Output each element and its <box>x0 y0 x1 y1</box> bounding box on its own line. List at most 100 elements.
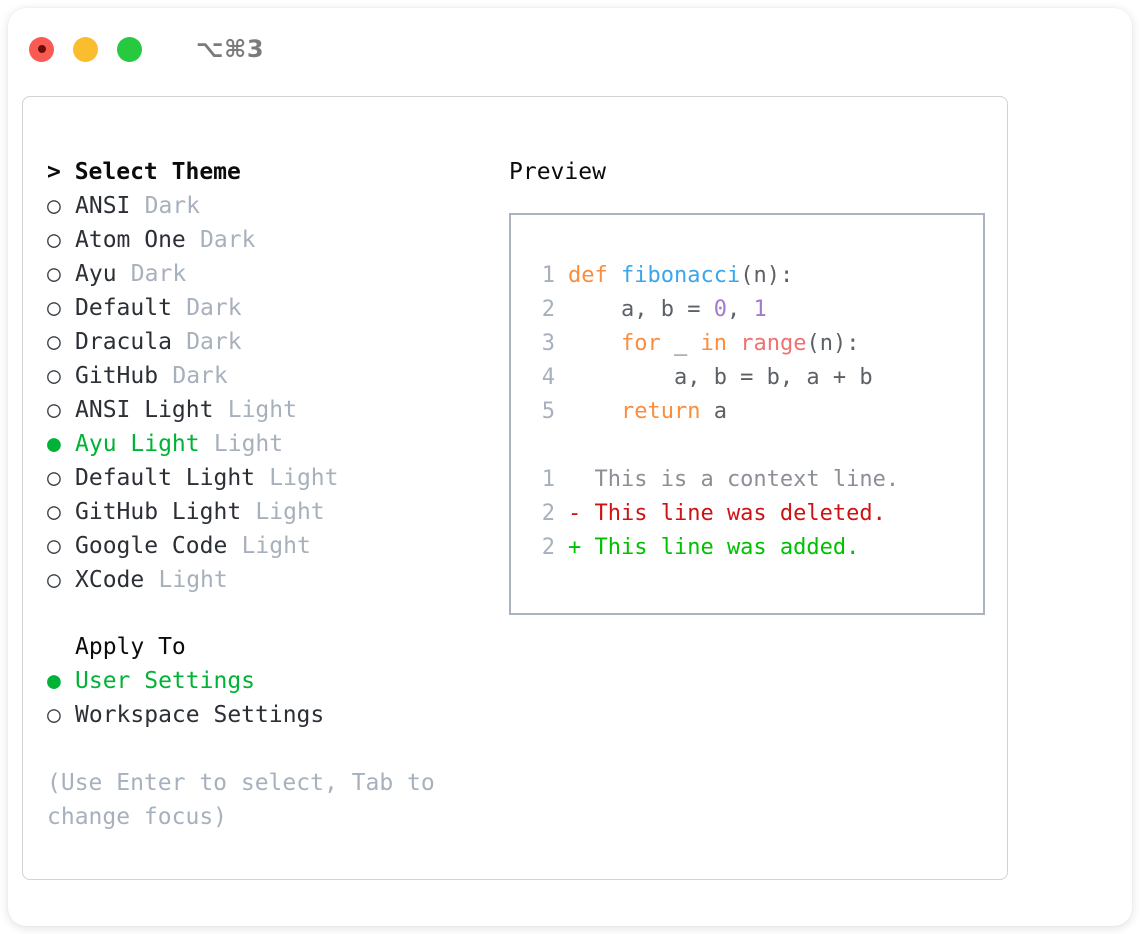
code-token-pl: a <box>700 399 727 424</box>
theme-option-xcode[interactable]: ○ XCode Light <box>47 563 477 597</box>
radio-unselected-icon: ○ <box>47 533 61 559</box>
code-token-pl: a, b = b, a + b <box>568 365 873 390</box>
diff-line-add: 2+ This line was added. <box>525 531 983 565</box>
apply-option-label: User Settings <box>75 668 256 694</box>
diff-text: - This line was deleted. <box>568 501 886 526</box>
theme-option-kind: Dark <box>172 363 228 389</box>
theme-option-label: Dracula <box>75 329 172 355</box>
theme-option-label: ANSI Light <box>75 397 214 423</box>
theme-option-github-light[interactable]: ○ GitHub Light Light <box>47 495 477 529</box>
code-token-kw: in <box>700 331 727 356</box>
radio-unselected-icon: ○ <box>47 499 61 525</box>
theme-option-kind: Dark <box>200 227 256 253</box>
diff-line-del: 2- This line was deleted. <box>525 497 983 531</box>
radio-unselected-icon: ○ <box>47 363 61 389</box>
theme-option-kind: Light <box>213 431 284 457</box>
theme-option-label: Google Code <box>75 533 228 559</box>
code-token-pl <box>568 399 621 424</box>
code-text: return a <box>568 395 727 429</box>
line-number: 4 <box>541 365 555 390</box>
theme-option-label: Ayu Light <box>75 431 200 457</box>
code-line: 4 a, b = b, a + b <box>525 361 983 395</box>
code-token-kw: def <box>568 263 608 288</box>
code-token-pl <box>608 263 621 288</box>
radio-unselected-icon: ○ <box>47 567 61 593</box>
code-token-pl <box>727 331 740 356</box>
code-diff-separator <box>525 429 983 463</box>
code-token-pl: (n): <box>806 331 860 356</box>
theme-option-kind: Light <box>269 465 339 491</box>
theme-option-label: Default <box>75 295 172 321</box>
line-number: 5 <box>541 399 555 424</box>
code-token-fn: fibonacci <box>621 263 741 288</box>
theme-option-label: GitHub Light <box>75 499 242 525</box>
diff-text: + This line was added. <box>568 535 860 560</box>
minimize-dot-icon[interactable] <box>73 36 98 62</box>
code-token-pl: (n): <box>740 263 794 288</box>
keyboard-hint-text: (Use Enter to select, Tab to change focu… <box>47 770 435 830</box>
preview-heading: Preview <box>509 159 606 185</box>
theme-option-kind: Dark <box>186 329 242 355</box>
code-token-num: 1 <box>753 297 767 322</box>
apply-option-workspace-settings[interactable]: ○ Workspace Settings <box>47 698 477 732</box>
theme-option-label: Ayu <box>75 261 117 287</box>
radio-selected-icon: ● <box>47 668 61 694</box>
apply-option-list[interactable]: ● User Settings ○ Workspace Settings <box>47 664 477 732</box>
select-theme-heading: > Select Theme <box>47 159 241 185</box>
code-token-bi: range <box>740 331 807 356</box>
theme-option-label: XCode <box>75 567 145 593</box>
theme-option-label: ANSI <box>75 193 131 219</box>
radio-unselected-icon: ○ <box>47 193 61 219</box>
code-text: def fibonacci(n): <box>568 259 793 293</box>
theme-option-label: Atom One <box>75 227 186 253</box>
radio-unselected-icon: ○ <box>47 702 61 728</box>
maximize-dot-icon[interactable] <box>117 36 142 62</box>
theme-option-kind: Light <box>158 567 228 593</box>
theme-option-atom-one[interactable]: ○ Atom One Dark <box>47 223 477 257</box>
code-token-pl: , <box>726 297 754 322</box>
theme-option-kind: Dark <box>186 295 242 321</box>
code-line: 3 for _ in range(n): <box>525 327 983 361</box>
diff-text: This is a context line. <box>568 467 900 492</box>
theme-option-google-code[interactable]: ○ Google Code Light <box>47 529 477 563</box>
radio-unselected-icon: ○ <box>47 465 61 491</box>
radio-unselected-icon: ○ <box>47 295 61 321</box>
code-text: a, b = 0, 1 <box>568 293 767 327</box>
code-token-num: 0 <box>713 297 727 322</box>
keyboard-shortcut-label: ⌥⌘3 <box>196 35 265 63</box>
code-line: 2 a, b = 0, 1 <box>525 293 983 327</box>
line-number: 3 <box>541 331 555 356</box>
line-number: 2 <box>541 297 555 322</box>
diff-line-ctx: 1 This is a context line. <box>525 463 983 497</box>
theme-option-kind: Dark <box>130 261 187 287</box>
close-dot-icon[interactable] <box>29 36 54 62</box>
code-token-kw: for <box>620 331 661 356</box>
apply-option-user-settings[interactable]: ● User Settings <box>47 664 477 698</box>
apply-option-label: Workspace Settings <box>75 702 325 728</box>
theme-option-kind: Light <box>255 499 325 525</box>
radio-unselected-icon: ○ <box>47 227 61 253</box>
code-token-pl: a, b = <box>568 297 714 322</box>
line-number: 1 <box>541 263 555 288</box>
title-bar: ⌥⌘3 <box>8 8 1132 90</box>
code-text: for _ in range(n): <box>568 327 859 361</box>
traffic-light-dots <box>29 36 142 62</box>
theme-option-default[interactable]: ○ Default Dark <box>47 291 477 325</box>
theme-option-kind: Light <box>227 397 297 423</box>
theme-option-kind: Light <box>241 533 311 559</box>
code-token-pl <box>568 331 621 356</box>
code-token-kw: return <box>620 399 701 424</box>
apply-to-heading: Apply To <box>75 634 186 660</box>
